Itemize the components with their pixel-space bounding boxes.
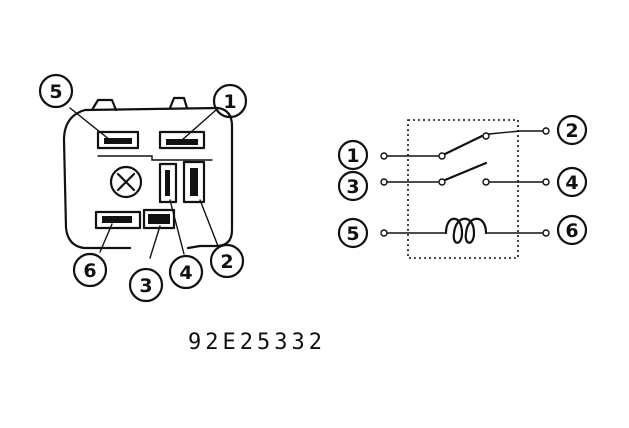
svg-text:1: 1: [346, 145, 359, 167]
callout-pin-1: 1: [212, 83, 248, 119]
svg-text:4: 4: [565, 172, 578, 194]
callout-terminal-1: 1: [337, 139, 369, 171]
switch-contact-4: [482, 178, 490, 186]
relay-enclosure: [407, 119, 519, 259]
switch-blade-1: [443, 134, 484, 156]
terminal-3-blade: [148, 214, 170, 224]
relay-connector-view: 5 1 6 3 4 2: [38, 73, 248, 303]
terminal-1-blade: [166, 139, 198, 145]
switch-pivot-3: [438, 178, 446, 186]
callout-pin-4: 4: [168, 254, 204, 290]
switch-blade-3: [443, 161, 488, 182]
svg-text:2: 2: [565, 120, 578, 142]
svg-text:3: 3: [346, 176, 359, 198]
callout-pin-2: 2: [209, 243, 245, 279]
relay-schematic: 1 3 5 2 4 6: [337, 114, 588, 259]
node-right-4: [542, 178, 550, 186]
leader-3: [149, 225, 161, 259]
wire-2: [488, 130, 544, 135]
svg-text:6: 6: [83, 260, 96, 282]
callout-terminal-4: 4: [556, 166, 588, 198]
callout-terminal-3: 3: [337, 170, 369, 202]
svg-text:5: 5: [49, 81, 62, 103]
terminal-2-blade: [190, 168, 198, 196]
callout-pin-6: 6: [72, 252, 108, 288]
leader-6: [99, 223, 113, 253]
switch-pivot-1: [438, 152, 446, 160]
leader-4: [169, 199, 185, 255]
node-left-1: [380, 152, 388, 160]
terminal-5-blade: [104, 138, 132, 144]
callout-terminal-6: 6: [556, 214, 588, 246]
coil-icon: [444, 217, 488, 244]
terminal-6-blade: [102, 216, 132, 223]
terminal-6: [94, 210, 142, 230]
housing-bottom-right: [186, 244, 202, 250]
terminal-4-blade: [165, 170, 170, 196]
figure-code: 92E25332: [188, 330, 326, 355]
callout-pin-5: 5: [38, 73, 74, 109]
terminal-4: [158, 162, 178, 204]
callout-pin-3: 3: [128, 267, 164, 303]
svg-text:4: 4: [179, 262, 192, 284]
callout-terminal-5: 5: [337, 217, 369, 249]
latch-tab-right: [168, 96, 189, 110]
leader-5: [69, 107, 111, 141]
latch-tab-left: [90, 98, 118, 112]
svg-text:5: 5: [346, 223, 359, 245]
mounting-hole: [109, 165, 143, 199]
svg-text:1: 1: [223, 91, 236, 113]
callout-terminal-2: 2: [556, 114, 588, 146]
inner-divider: [97, 155, 213, 161]
node-left-5: [380, 229, 388, 237]
svg-text:6: 6: [565, 220, 578, 242]
svg-text:2: 2: [220, 251, 233, 273]
svg-text:3: 3: [139, 275, 152, 297]
node-left-3: [380, 178, 388, 186]
leader-2: [199, 199, 219, 247]
terminal-5: [96, 130, 140, 150]
mounting-hole-x-icon: [116, 172, 136, 192]
leader-1: [181, 109, 217, 141]
switch-contact-2: [482, 132, 490, 140]
terminal-1: [158, 130, 206, 150]
node-right-2: [542, 127, 550, 135]
terminal-2: [182, 160, 206, 204]
node-right-6: [542, 229, 550, 237]
